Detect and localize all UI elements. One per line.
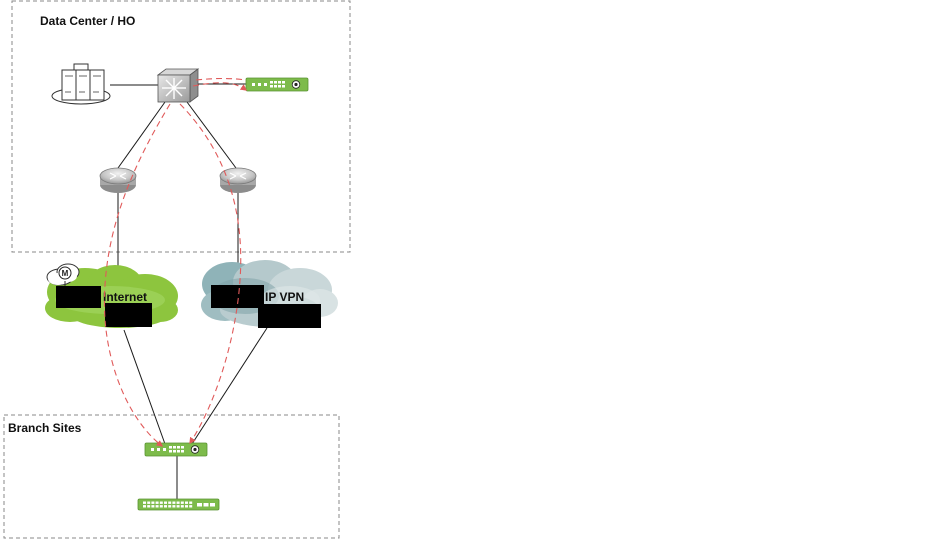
- layer3-switch-icon: [156, 68, 200, 103]
- switch-port: [143, 505, 146, 508]
- switch-port: [172, 501, 176, 504]
- switch-port: [143, 501, 146, 504]
- link-switch-to-router-left: [117, 101, 166, 169]
- switch-port: [159, 501, 163, 504]
- link-switch-to-router-right: [186, 101, 237, 169]
- datacenter-zone: Data Center / HO: [11, 0, 351, 253]
- tunnel-switch-via-internet-to-branch: [103, 103, 171, 447]
- switch-port: [189, 505, 193, 508]
- dc-security-appliance-icon: [245, 77, 309, 92]
- switch-port: [155, 505, 159, 508]
- switch-port: [155, 501, 159, 504]
- switch-port: [185, 501, 188, 504]
- switch-uplink-port: [197, 503, 202, 507]
- switch-port: [164, 505, 167, 508]
- switch-uplink-port: [210, 503, 215, 507]
- router-right-icon: [219, 167, 257, 193]
- link-internet-to-branch-appliance: [123, 329, 166, 445]
- switch-port: [180, 501, 184, 504]
- tunnel-switch-via-ipvpn-to-branch: [179, 103, 242, 445]
- switch-port: [147, 505, 151, 508]
- switch-port: [147, 501, 151, 504]
- switch-port: [168, 501, 172, 504]
- switch-port: [176, 505, 180, 508]
- vpn-tunnel-paths: [103, 77, 248, 447]
- switch-port: [168, 505, 172, 508]
- redaction-ipvpn-right: [258, 304, 321, 328]
- switch-port: [159, 505, 163, 508]
- branch-zone-label: Branch Sites: [8, 421, 82, 435]
- redaction-ipvpn-left: [211, 285, 264, 308]
- link-ipvpn-to-branch-appliance: [191, 327, 268, 445]
- switch-port: [164, 501, 167, 504]
- branch-access-switch-icon: [137, 498, 220, 511]
- switch-uplink-port: [203, 503, 209, 507]
- ipvpn-cloud-label: IP VPN: [265, 290, 304, 304]
- tunnel-switch-to-dc-appliance: [192, 82, 248, 91]
- datacenter-zone-label: Data Center / HO: [40, 14, 135, 28]
- branch-security-appliance-icon: [144, 442, 208, 457]
- redaction-internet-left: [56, 286, 101, 308]
- ipvpn-cloud: IP VPN: [201, 260, 338, 328]
- router-left-icon: [99, 167, 137, 193]
- switch-port: [151, 501, 155, 504]
- switch-port: [189, 501, 193, 504]
- cloud-management-badge-letter: M: [62, 269, 69, 278]
- switch-port: [151, 505, 155, 508]
- switch-port: [172, 505, 176, 508]
- cloud-management-icon: M: [46, 263, 80, 286]
- switch-port: [180, 505, 184, 508]
- server-cluster-icon: [51, 63, 111, 105]
- solid-links: [110, 83, 268, 499]
- redaction-internet-right: [105, 303, 152, 327]
- switch-port: [176, 501, 180, 504]
- tunnel-switch-to-dc-appliance-return: [195, 77, 247, 81]
- switch-port: [185, 505, 188, 508]
- internet-cloud-label: Internet: [103, 290, 147, 304]
- branch-zone: Branch Sites: [3, 414, 340, 539]
